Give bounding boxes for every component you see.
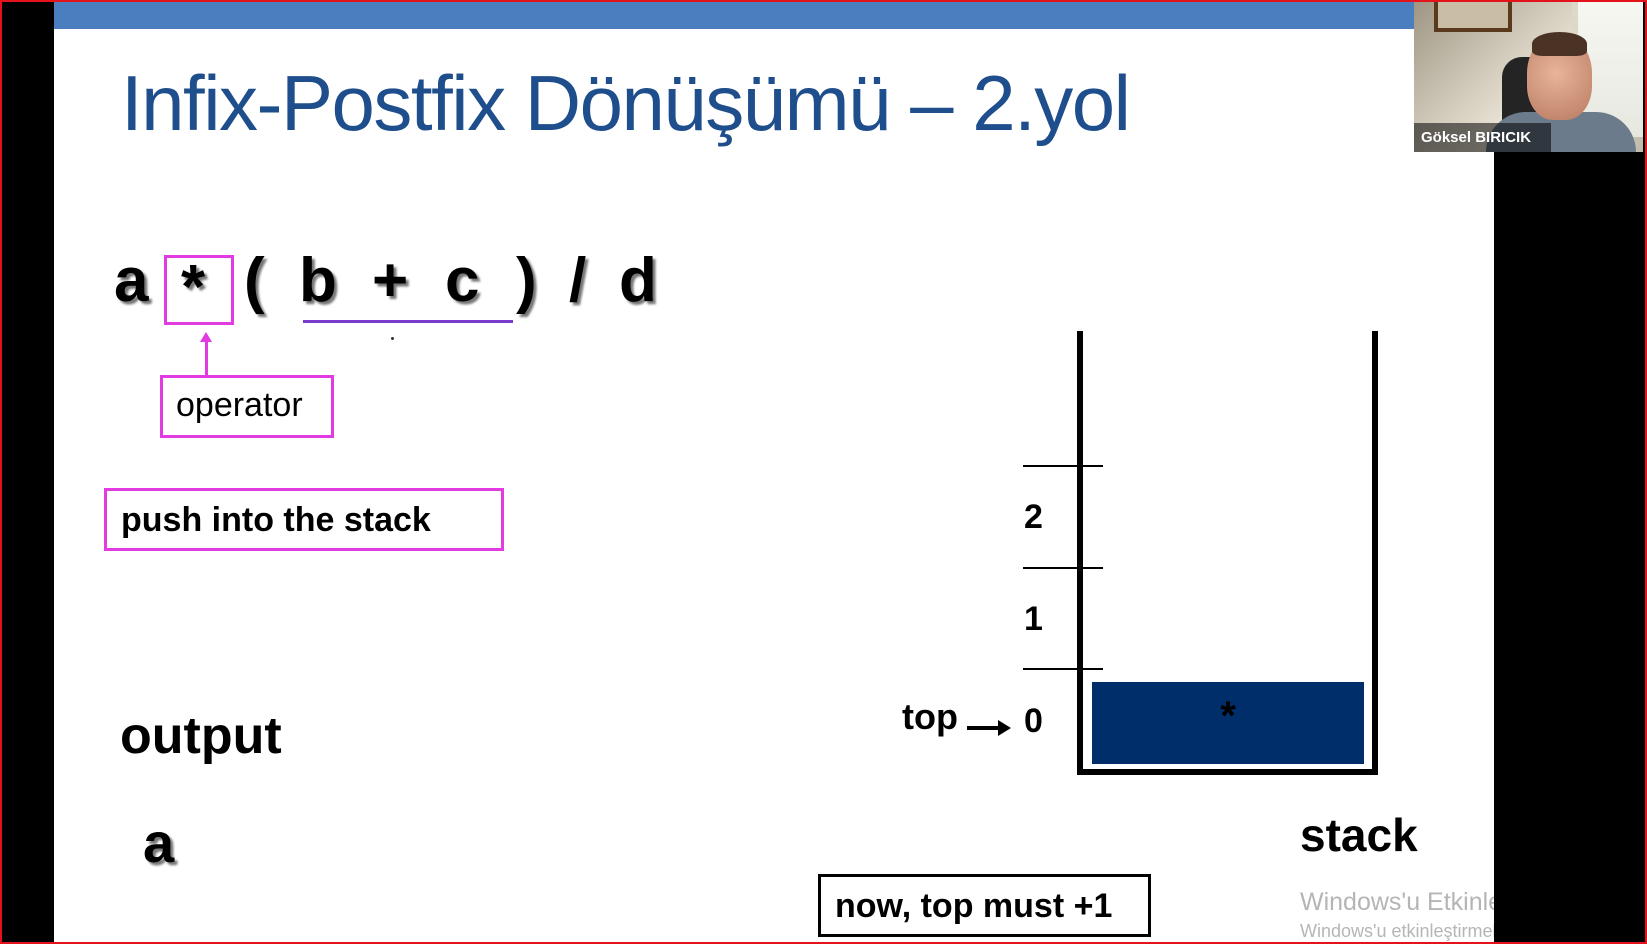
top-pointer-label: top	[902, 696, 958, 737]
top-arrow-line	[967, 726, 1002, 730]
stack-right-wall	[1372, 331, 1378, 775]
callout-arrow-line	[205, 340, 208, 377]
expr-token-close-paren: )	[516, 246, 537, 315]
slide-top-bar	[54, 0, 1414, 29]
activation-watermark-subtitle: Windows'u etkinleştirmek için Ayarlar'a …	[1300, 921, 1494, 941]
expr-token-c: c	[445, 246, 480, 315]
output-label: output	[120, 707, 282, 765]
stack-label: stack	[1300, 809, 1418, 861]
wall-picture-frame	[1434, 2, 1512, 32]
pointer-dot	[391, 337, 394, 340]
operator-label-box: operator	[160, 375, 334, 438]
presentation-slide: Infix-Postfix Dönüşümü – 2.yol a * ( b +…	[54, 0, 1494, 944]
expr-token-a: a	[114, 246, 149, 315]
participant-video-tile[interactable]: Göksel BIRICIK	[1414, 2, 1643, 152]
activation-watermark-title: Windows'u Etkinleştir	[1300, 888, 1494, 916]
stack-cell-0: *	[1092, 682, 1364, 764]
expr-token-b: b	[299, 246, 337, 315]
stack-index-2: 2	[1024, 498, 1043, 536]
stack-index-1: 1	[1024, 600, 1043, 638]
note-text: now, top must +1	[835, 887, 1113, 925]
stack-tick-3	[1023, 465, 1103, 467]
slide-title: Infix-Postfix Dönüşümü – 2.yol	[121, 59, 1131, 147]
expr-token-plus: +	[372, 246, 409, 315]
right-arrow-icon	[998, 720, 1011, 736]
expr-token-open-paren: (	[244, 246, 265, 315]
output-value: a	[143, 811, 175, 874]
operator-label: operator	[176, 386, 303, 424]
subexpression-underline	[303, 320, 513, 323]
stack-left-wall	[1077, 331, 1083, 775]
operator-highlight-box	[164, 255, 234, 325]
note-box: now, top must +1	[818, 874, 1151, 937]
action-label: push into the stack	[121, 501, 431, 539]
participant-hair	[1532, 32, 1587, 56]
stack-tick-2	[1023, 567, 1103, 569]
stack-cell-value: *	[1220, 694, 1236, 738]
stack-bottom-wall	[1077, 769, 1378, 775]
expr-token-divide: /	[569, 246, 587, 315]
stack-tick-1	[1023, 668, 1103, 670]
stack-index-0: 0	[1024, 702, 1043, 740]
participant-name: Göksel BIRICIK	[1414, 123, 1551, 152]
expr-token-d: d	[619, 246, 657, 315]
callout-arrow-head-icon	[200, 332, 212, 342]
action-label-box: push into the stack	[104, 488, 504, 551]
expr-token-multiply: *	[181, 253, 206, 322]
